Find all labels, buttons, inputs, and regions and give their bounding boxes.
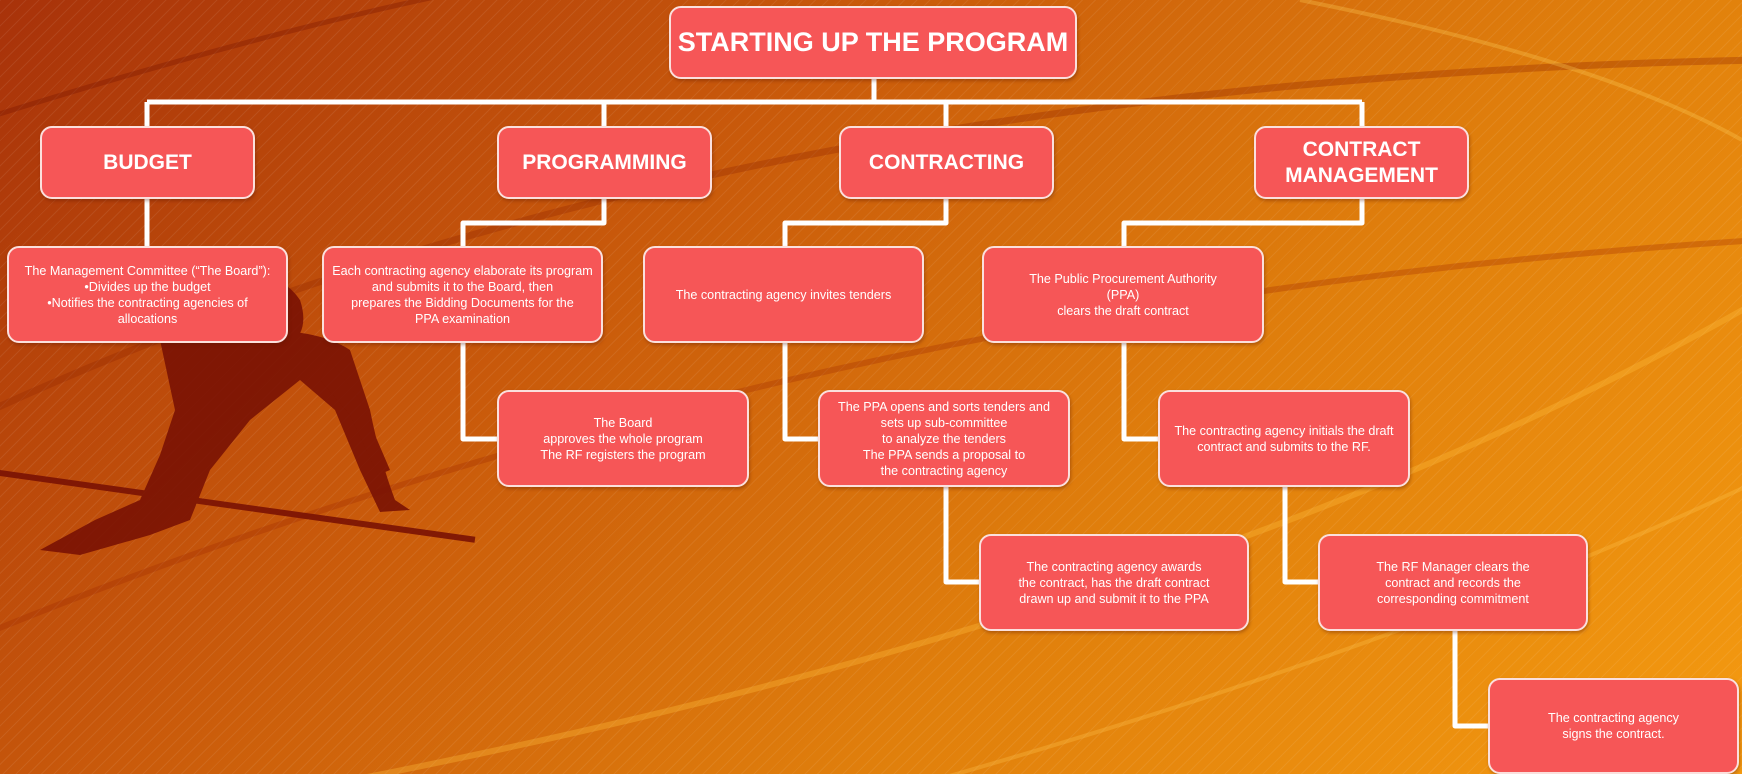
programming-step-1-line: Each contracting agency elaborate its pr… [332,263,593,278]
programming-step-1: Each contracting agency elaborate its pr… [322,246,603,343]
management-step-2-line: The contracting agency initials the draf… [1174,423,1394,438]
contracting-step-1: The contracting agency invites tenders [643,246,924,343]
programming-step-2-line: approves the whole program [543,431,703,446]
management-step-4: The contracting agency signs the contrac… [1488,678,1739,774]
contracting-step-2-line: the contracting agency [880,463,1008,478]
budget-step-1: The Management Committee (“The Board”): … [7,246,288,343]
management-step-3-line: corresponding commitment [1377,591,1529,606]
programming-step-1-line: and submits it to the Board, then [371,279,554,294]
contracting-step-2-line: sets up sub-committee [880,415,1008,430]
contract-management-header-line-2: MANAGEMENT [1285,163,1438,187]
programming-header: PROGRAMMING [497,126,712,199]
management-step-1-line: clears the draft contract [1057,303,1189,318]
programming-step-2: The Board approves the whole program The… [497,390,749,487]
management-step-3-line: The RF Manager clears the [1376,559,1530,574]
budget-step-1-line: allocations [117,311,178,326]
budget-step-1-line: •Divides up the budget [84,279,211,294]
budget-header: BUDGET [40,126,255,199]
contracting-step-3: The contracting agency awards the contra… [979,534,1249,631]
management-step-3: The RF Manager clears the contract and r… [1318,534,1588,631]
contract-management-header-line-1: CONTRACT [1302,137,1421,161]
budget-step-1-line: The Management Committee (“The Board”): [24,263,271,278]
management-step-4-line: signs the contract. [1562,727,1665,741]
contract-management-header: CONTRACT MANAGEMENT [1254,126,1469,199]
contracting-step-1-line: The contracting agency invites tenders [675,287,892,302]
management-step-4-line: The contracting agency [1548,711,1679,725]
contracting-step-2-line: The PPA sends a proposal to [862,447,1026,462]
contracting-step-3-line: The contracting agency awards [1026,559,1202,574]
management-step-2: The contracting agency initials the draf… [1158,390,1410,487]
management-step-1-line: The Public Procurement Authority [1029,271,1217,286]
programming-step-1-line: prepares the Bidding Documents for the [351,295,574,310]
programming-step-2-line: The Board [593,415,653,430]
contracting-step-2-line: The PPA opens and sorts tenders and [838,399,1050,414]
contracting-step-3-line: the contract, has the draft contract [1018,575,1210,590]
contracting-header: CONTRACTING [839,126,1054,199]
budget-step-1-line: •Notifies the contracting agencies of [47,295,248,310]
management-step-1-line: (PPA) [1106,287,1140,302]
programming-step-2-line: The RF registers the program [540,447,706,462]
management-step-1: The Public Procurement Authority (PPA) c… [982,246,1264,343]
programming-step-1-line: PPA examination [415,311,510,326]
connector-lines [144,78,1490,729]
page-title: STARTING UP THE PROGRAM [669,6,1077,79]
contracting-step-2: The PPA opens and sorts tenders and sets… [818,390,1070,487]
contracting-step-3-line: drawn up and submit it to the PPA [1019,591,1209,606]
management-step-2-line: contract and submits to the RF. [1197,439,1371,454]
management-step-3-line: contract and records the [1385,575,1521,590]
contracting-step-2-line: to analyze the tenders [882,431,1006,446]
